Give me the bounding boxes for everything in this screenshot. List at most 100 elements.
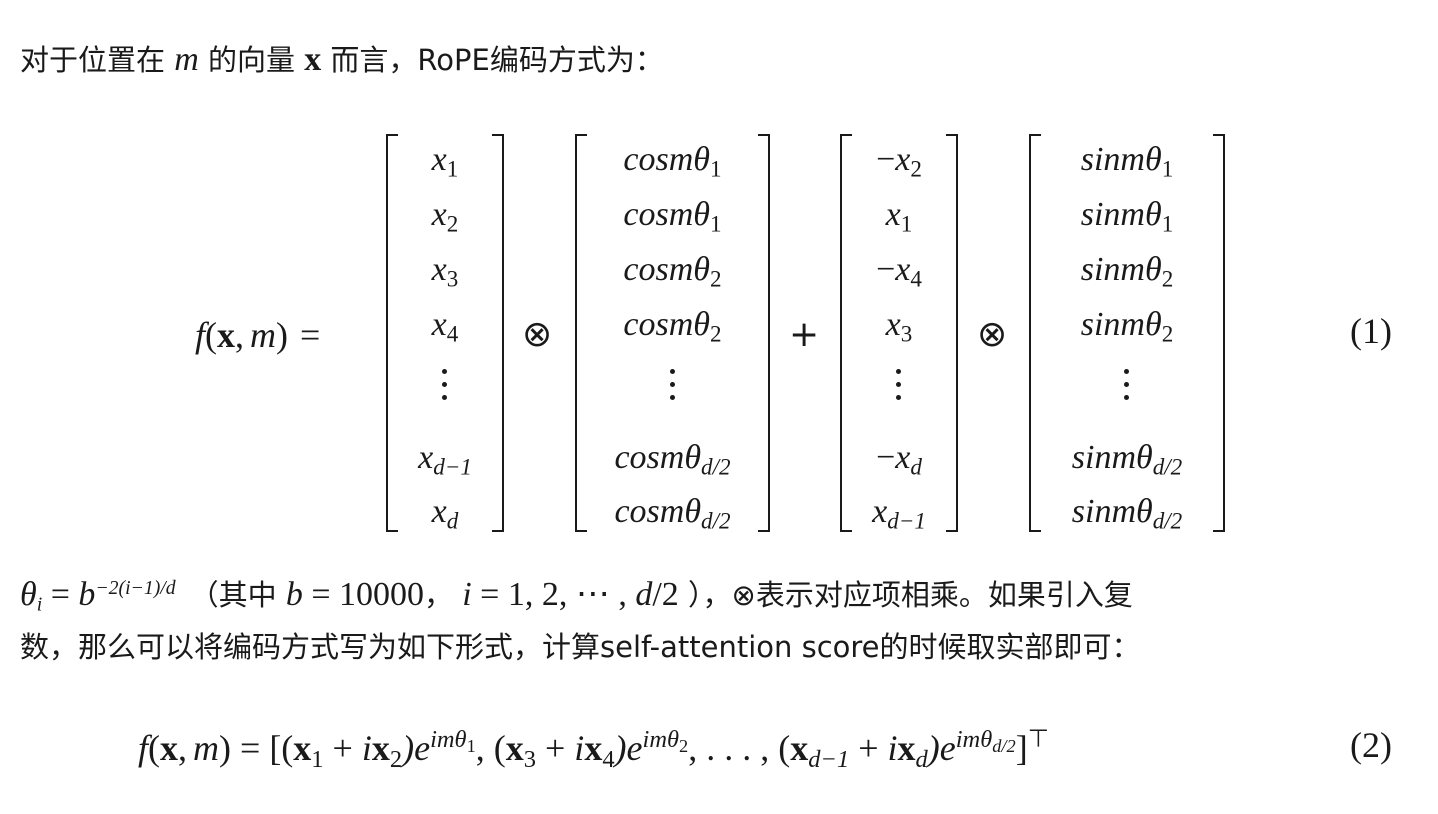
matrix-sin: sinmθ1 sinmθ1 sinmθ2 sinmθ2 sinmθd/2 sinmθd/2 <box>1029 134 1225 535</box>
theta-symbol: θ <box>20 576 37 613</box>
eq2-x3: x <box>505 728 524 768</box>
matrix-cell-col4: sinmθ2 <box>1080 306 1174 348</box>
eq2-exp-3: imθ <box>955 725 993 753</box>
eq2-x1: x <box>293 728 312 768</box>
matrix-x-bracket-left <box>386 134 398 532</box>
theta-equals: = <box>42 576 79 613</box>
matrix-cell-col2: cosmθd/2 <box>614 493 731 535</box>
matrix-cell-col4: sinmθ1 <box>1080 196 1174 238</box>
eq1-equals: = <box>300 315 321 355</box>
eq2-x4: x <box>584 728 603 768</box>
matrix-x-rotated: −x2 x1 −x4 x3 −xd xd−1 <box>840 134 958 535</box>
matrix-cell-col4: sinmθ1 <box>1080 141 1174 183</box>
otimes-operator-2: ⊗ <box>977 314 1008 355</box>
note-b-value: = 10000 <box>302 576 424 613</box>
eq2-plus-2: + <box>535 728 575 768</box>
eq2-plus-3: + <box>849 728 888 768</box>
plus-operator: + <box>789 314 820 355</box>
intro-text-3: 而言，RoPE编码方式为： <box>321 43 664 77</box>
eq2-x5-sub: d−1 <box>808 745 850 773</box>
eq2-sep-1: , ( <box>475 728 506 768</box>
matrix-cell-col2: cosmθ2 <box>623 251 722 293</box>
matrix-cell-col3: x1 <box>885 196 913 238</box>
matrix-cos-bracket-right <box>758 134 770 532</box>
matrix-cell-col1: x1 <box>431 141 459 183</box>
eq2-x3-sub: 3 <box>523 745 536 773</box>
matrix-cell-col4: sinmθd/2 <box>1071 439 1183 481</box>
theta-exponent: −2(i−1)/d <box>95 577 176 600</box>
eq2-x1-sub: 1 <box>311 745 324 773</box>
otimes-operator-1: ⊗ <box>522 314 553 355</box>
eq2-exp-1-sub: 1 <box>466 735 476 756</box>
eq2-x5: x <box>790 728 809 768</box>
matrix-x-rotated-bracket-right <box>946 134 958 532</box>
vdots-col4 <box>1124 363 1130 407</box>
equation-2: f(x,m) = [(x1 + ix2)eimθ1, (x3 + ix4)eim… <box>138 723 1050 773</box>
note-i: i <box>462 576 472 613</box>
eq2-e-3: )e <box>927 728 956 768</box>
matrix-cell-col3: xd−1 <box>872 493 926 535</box>
matrix-x-bracket-right <box>492 134 504 532</box>
eq2-close: ] <box>1015 728 1028 768</box>
note-b: b <box>285 576 303 613</box>
matrix-cell-col2: cosmθ2 <box>623 306 722 348</box>
eq2-x: x <box>160 728 179 768</box>
intro-paragraph: 对于位置在 m 的向量 x 而言，RoPE编码方式为： <box>20 40 664 80</box>
note-open: （其中 <box>189 578 286 612</box>
para2-text-1: 表示对应项相乘。如果引入复 <box>755 578 1133 612</box>
matrix-cos: cosmθ1 cosmθ1 cosmθ2 cosmθ2 cosmθd/2 cosmθd/2 <box>575 134 770 535</box>
eq2-f: f <box>138 728 149 768</box>
matrix-cell-col1: x4 <box>431 306 459 348</box>
matrix-cell-col4: sinmθd/2 <box>1071 493 1183 535</box>
eq2-x6: x <box>897 728 916 768</box>
base-b: b <box>78 576 96 613</box>
eq2-e-2: )e <box>614 728 643 768</box>
matrix-cos-bracket-left <box>575 134 587 532</box>
matrix-cell-col1: xd−1 <box>418 439 472 481</box>
equation-1-number: (1) <box>1350 311 1392 351</box>
eq1-x: x <box>217 315 236 355</box>
eq2-x4-sub: 4 <box>602 745 615 773</box>
eq2-i-2: i <box>574 728 585 768</box>
vdots-col2 <box>669 363 676 407</box>
theta-subscript: i <box>36 593 43 616</box>
eq1-m: m <box>250 315 277 355</box>
intro-var-m: m <box>174 41 199 78</box>
note-sep: ， <box>424 578 463 612</box>
eq2-x2-sub: 2 <box>389 745 403 773</box>
note-d-value: /2 <box>652 576 679 613</box>
matrix-cell-col2: cosmθ1 <box>623 196 722 238</box>
matrix-cell-col2: cosmθ1 <box>623 141 722 183</box>
eq2-transpose: ⊤ <box>1027 723 1050 753</box>
matrix-sin-bracket-left <box>1029 134 1041 532</box>
intro-text-1: 对于位置在 <box>20 43 175 77</box>
matrix-cell-col1: xd <box>431 493 459 535</box>
matrix-cell-col1: x3 <box>431 251 459 293</box>
equation-2-number: (2) <box>1350 725 1392 765</box>
eq2-i-3: i <box>887 728 898 768</box>
eq2-m: m <box>193 728 220 768</box>
vdots-col1 <box>442 363 448 407</box>
eq2-equals: = [( <box>231 728 294 768</box>
matrix-x: x1 x2 x3 x4 xd−1 xd <box>386 134 504 535</box>
matrix-cell-col1: x2 <box>431 196 459 238</box>
eq2-i-1: i <box>361 728 372 768</box>
eq1-lhs: f(x,m)= <box>195 315 321 355</box>
eq2-exp-2-sub: 2 <box>679 735 689 756</box>
eq1-f: f <box>195 315 206 355</box>
eq2-x2: x <box>371 728 390 768</box>
intro-text-2: 的向量 <box>198 43 305 77</box>
matrix-cell-col4: sinmθ2 <box>1080 251 1174 293</box>
matrix-cell-col3: −x2 <box>876 141 922 183</box>
note-i-value: = 1, 2, ⋯ , <box>471 576 636 613</box>
intro-var-x: x <box>304 41 322 78</box>
eq2-exp-2: imθ <box>642 725 680 753</box>
eq2-exp-3-sub: d/2 <box>992 735 1016 756</box>
eq2-e-1: )e <box>402 728 431 768</box>
matrix-cell-col3: −xd <box>876 439 922 481</box>
matrix-cell-col3: x3 <box>885 306 913 348</box>
matrix-cell-col2: cosmθd/2 <box>614 439 731 481</box>
matrix-cell-col3: −x4 <box>876 251 922 293</box>
theta-definition-paragraph: θi = b−2(i−1)/d（其中 b = 10000， i = 1, 2, … <box>20 575 1133 615</box>
